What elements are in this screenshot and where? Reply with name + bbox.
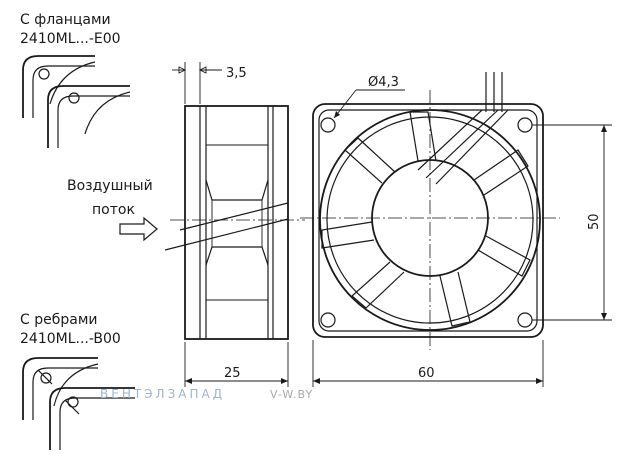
flange-title: С фланцами: [20, 12, 111, 28]
watermark-domain: V-W.BY: [270, 388, 313, 401]
watermark: ВЕНТЭЛЗАПАД V-W.BY: [100, 387, 313, 401]
depth-step-dimension: 3,5: [226, 66, 247, 81]
mounting-hole-bl: [320, 312, 336, 328]
flange-variant-detail: С фланцами 2410ML...-E00: [20, 12, 131, 148]
flange-corner-sketch: [22, 55, 131, 148]
front-view: Ø4,3 50 60: [300, 72, 612, 387]
ribs-title: С ребрами: [20, 312, 98, 328]
mounting-hole-tl: [320, 117, 336, 133]
airflow-arrow-icon: [119, 216, 158, 242]
ribs-variant-detail: С ребрами 2410ML...-B00: [20, 312, 135, 450]
hole-diameter-dimension: Ø4,3: [368, 75, 399, 90]
width-dimension: 60: [418, 366, 435, 381]
watermark-brand: ВЕНТЭЛЗАПАД: [100, 387, 225, 401]
ribs-model: 2410ML...-B00: [20, 331, 121, 347]
airflow-indicator: Воздушный поток: [67, 178, 158, 242]
flange-model: 2410ML...-E00: [20, 31, 121, 47]
depth-dimension: 25: [224, 366, 241, 381]
ribs-corner-sketch: [22, 357, 135, 450]
airflow-label-line2: поток: [92, 202, 135, 218]
side-view: 3,5 25: [164, 62, 305, 387]
fan-blades: [321, 111, 531, 327]
airflow-label-line1: Воздушный: [67, 178, 153, 194]
height-dimension: 50: [587, 213, 602, 230]
mounting-hole-br: [517, 312, 533, 328]
mounting-hole-tr: [517, 117, 533, 133]
